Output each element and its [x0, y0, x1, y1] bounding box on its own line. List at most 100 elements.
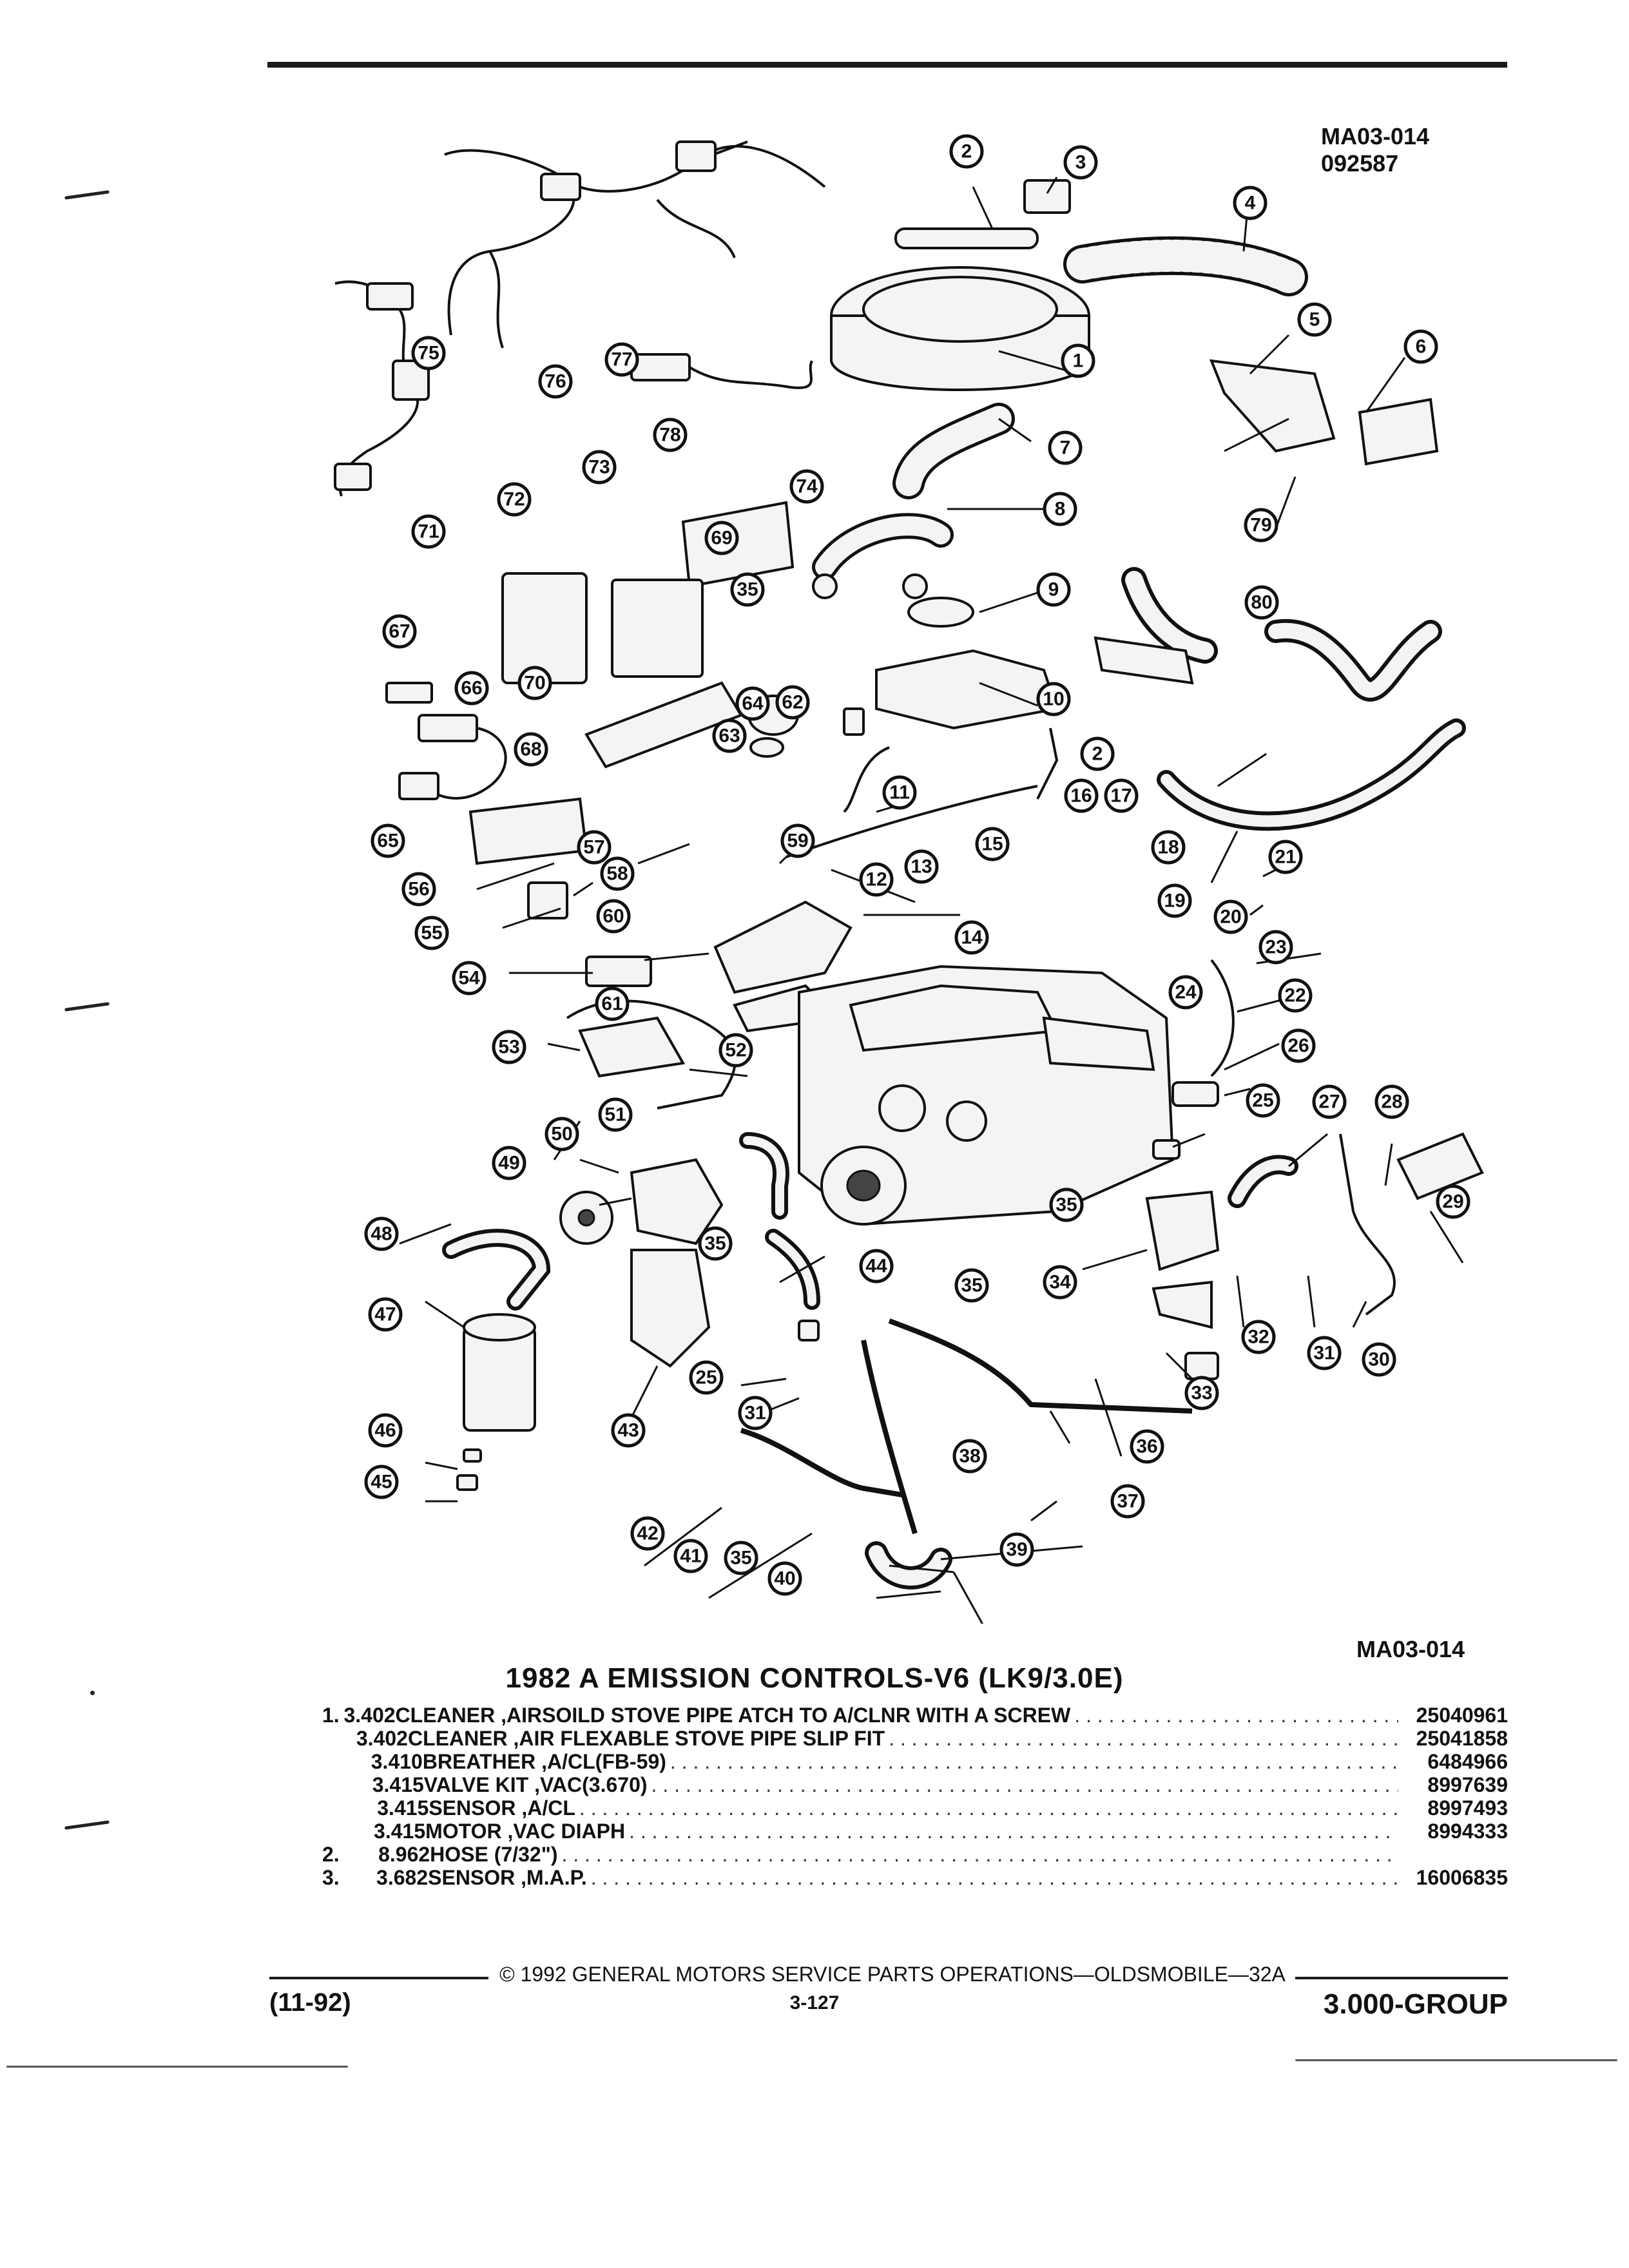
callout-17: 17 [1104, 778, 1139, 813]
svg-text:32: 32 [1248, 1327, 1269, 1348]
callout-74: 74 [789, 469, 824, 504]
scan-line [1295, 2059, 1617, 2061]
svg-text:73: 73 [588, 457, 610, 478]
dot-leader [558, 1843, 1398, 1866]
svg-text:14: 14 [961, 927, 983, 948]
footer-rule-right [1295, 1977, 1508, 1979]
callout-52: 52 [718, 1033, 753, 1068]
callout-5: 5 [1297, 302, 1332, 337]
svg-text:64: 64 [742, 693, 764, 715]
callout-60: 60 [596, 899, 631, 934]
callout-35e: 35 [724, 1541, 758, 1575]
callout-72: 72 [497, 482, 532, 517]
relay-panel [468, 797, 588, 865]
svg-text:41: 41 [680, 1546, 701, 1567]
svg-text:31: 31 [1313, 1343, 1335, 1364]
part-number: 8997639 [1427, 1773, 1508, 1796]
relay-harness-block [630, 353, 691, 381]
svg-text:10: 10 [1043, 689, 1064, 710]
callout-18: 18 [1151, 830, 1186, 865]
svg-text:31: 31 [744, 1403, 766, 1424]
catalog-code: 3.415 [377, 1796, 429, 1820]
svg-text:49: 49 [498, 1153, 519, 1174]
callout-69: 69 [704, 521, 739, 555]
callout-35b: 35 [730, 572, 765, 607]
svg-text:78: 78 [659, 425, 680, 446]
svg-text:38: 38 [959, 1446, 980, 1467]
parts-row: 2. 8.962 HOSE (7/32") [322, 1843, 1508, 1866]
callout-6: 6 [1403, 329, 1438, 364]
callout-2: 2 [949, 134, 984, 169]
callout-51: 51 [598, 1097, 633, 1132]
heat-shield [1396, 1132, 1484, 1200]
callout-78: 78 [653, 418, 688, 452]
revision-date: (11-92) [269, 1988, 351, 2017]
svg-text:35: 35 [704, 1233, 726, 1254]
parts-row: 3.415 SENSOR ,A/CL 8997493 [322, 1796, 1508, 1820]
callout-50: 50 [545, 1117, 579, 1151]
svg-text:45: 45 [371, 1472, 392, 1493]
svg-text:79: 79 [1250, 515, 1271, 536]
callout-62: 62 [775, 685, 810, 720]
svg-text:7: 7 [1060, 437, 1071, 459]
callout-31b: 31 [738, 1396, 773, 1430]
part-number: 16006835 [1416, 1866, 1508, 1889]
svg-text:50: 50 [551, 1124, 572, 1145]
callout-48: 48 [364, 1216, 399, 1251]
callout-27: 27 [1312, 1084, 1347, 1119]
svg-text:70: 70 [524, 673, 545, 694]
top-rule [267, 62, 1507, 68]
callout-56: 56 [401, 872, 436, 907]
callout-41: 41 [673, 1539, 708, 1573]
part-description: SENSOR ,A/CL [429, 1796, 575, 1820]
item-ref: 3. [322, 1866, 340, 1889]
callout-38: 38 [952, 1439, 987, 1474]
svg-text:46: 46 [374, 1420, 396, 1441]
catalog-code: 3.402 [343, 1704, 396, 1727]
svg-text:33: 33 [1191, 1383, 1212, 1404]
svg-text:59: 59 [787, 831, 808, 852]
harness-connector [540, 173, 581, 201]
diagram-caption-code: MA03-014 [1356, 1636, 1465, 1662]
svg-text:67: 67 [389, 621, 410, 642]
callout-2b: 2 [1080, 736, 1115, 771]
part-description: CLEANER ,AIR FLEXABLE STOVE PIPE SLIP FI… [407, 1727, 885, 1750]
callout-66: 66 [454, 671, 489, 706]
part-number: 8994333 [1427, 1820, 1508, 1843]
svg-text:26: 26 [1287, 1035, 1309, 1057]
binder-mark [64, 1820, 110, 1830]
svg-text:35: 35 [737, 579, 758, 601]
svg-text:8: 8 [1055, 499, 1066, 520]
pump-bracket [630, 1249, 711, 1368]
callout-25: 25 [1246, 1083, 1280, 1118]
svg-text:60: 60 [602, 906, 624, 927]
callout-59: 59 [780, 823, 815, 858]
item-ref: 1. [322, 1704, 340, 1727]
callout-1: 1 [1061, 343, 1095, 378]
harness-connector [334, 463, 372, 491]
callout-35c: 35 [698, 1226, 733, 1261]
svg-text:36: 36 [1136, 1436, 1157, 1457]
svg-text:65: 65 [377, 831, 398, 852]
part-description: SENSOR ,M.A.P. [428, 1866, 587, 1889]
dot-leader [648, 1773, 1398, 1796]
map-sensor [1023, 179, 1071, 214]
svg-text:48: 48 [371, 1224, 392, 1245]
electronic-control-module [501, 572, 588, 684]
egr-pipe [888, 1318, 1193, 1414]
svg-text:5: 5 [1309, 309, 1320, 331]
callout-20: 20 [1213, 899, 1248, 934]
svg-text:17: 17 [1110, 785, 1132, 807]
snorkel-bracket [1358, 398, 1439, 466]
callout-58: 58 [600, 856, 635, 891]
callout-37: 37 [1110, 1484, 1145, 1519]
catalog-code: 8.962 [378, 1843, 430, 1866]
callout-19: 19 [1157, 883, 1192, 918]
parts-row: 3. 3.682 SENSOR ,M.A.P. 16006835 [322, 1866, 1508, 1889]
scan-dot [90, 1691, 95, 1695]
svg-text:1: 1 [1073, 351, 1084, 372]
callout-26: 26 [1281, 1028, 1316, 1063]
svg-text:42: 42 [637, 1523, 658, 1544]
callout-24: 24 [1168, 975, 1203, 1010]
callout-3: 3 [1063, 145, 1098, 180]
